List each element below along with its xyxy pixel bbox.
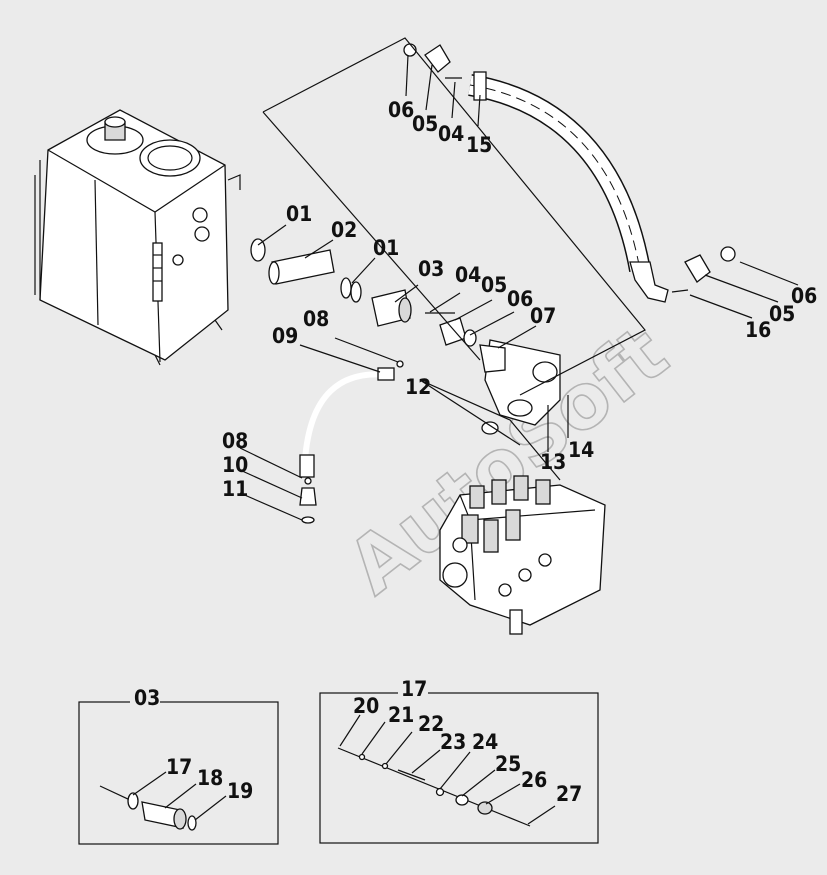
inset-03-label-17: 17 xyxy=(166,755,192,779)
callout-11: 11 xyxy=(222,477,248,501)
callout-05c: 05 xyxy=(769,302,795,326)
inset-17-label-20: 20 xyxy=(353,694,379,718)
callout-08a: 08 xyxy=(303,307,329,331)
callout-09: 09 xyxy=(272,324,298,348)
callout-06b: 06 xyxy=(388,98,414,122)
inset-17-label-25: 25 xyxy=(495,752,521,776)
inset-03-title: 03 xyxy=(134,686,160,710)
pressure-hose xyxy=(403,43,736,303)
callout-06c: 06 xyxy=(791,284,817,308)
callout-12: 12 xyxy=(405,375,431,399)
inset-17: 17 20 21 22 23 24 25 26 27 xyxy=(319,677,599,844)
inset-17-label-22: 22 xyxy=(418,712,444,736)
pump-adaptor xyxy=(425,312,561,435)
callout-08b: 08 xyxy=(222,429,248,453)
control-valve xyxy=(439,475,606,635)
callout-labels: 01 02 01 03 04 05 06 07 08 09 12 13 14 0… xyxy=(222,98,817,501)
callout-02: 02 xyxy=(331,218,357,242)
callout-14: 14 xyxy=(568,438,594,462)
callout-13: 13 xyxy=(540,450,566,474)
callout-15: 15 xyxy=(466,133,492,157)
inset-17-label-23: 23 xyxy=(440,730,466,754)
callout-01b: 01 xyxy=(373,236,399,260)
inset-17-label-24: 24 xyxy=(472,730,498,754)
inset-03-label-19: 19 xyxy=(227,779,253,803)
callout-04a: 04 xyxy=(455,263,481,287)
hydraulic-tank xyxy=(34,109,241,366)
callout-10: 10 xyxy=(222,453,248,477)
inset-03: 03 17 18 19 xyxy=(78,686,279,845)
pilot-hose xyxy=(299,360,404,524)
callout-05b: 05 xyxy=(412,112,438,136)
inset-17-label-27: 27 xyxy=(556,782,582,806)
callout-16: 16 xyxy=(745,318,771,342)
callout-01a: 01 xyxy=(286,202,312,226)
callout-05a: 05 xyxy=(481,273,507,297)
inset-17-label-26: 26 xyxy=(521,768,547,792)
leader-lines xyxy=(239,37,799,521)
inset-17-title: 17 xyxy=(401,677,427,701)
inset-17-label-21: 21 xyxy=(388,703,414,727)
sight-gauge xyxy=(152,242,163,302)
inset-03-label-18: 18 xyxy=(197,766,223,790)
callout-07: 07 xyxy=(530,304,556,328)
callout-03: 03 xyxy=(418,257,444,281)
callout-06a: 06 xyxy=(507,287,533,311)
callout-04b: 04 xyxy=(438,122,464,146)
